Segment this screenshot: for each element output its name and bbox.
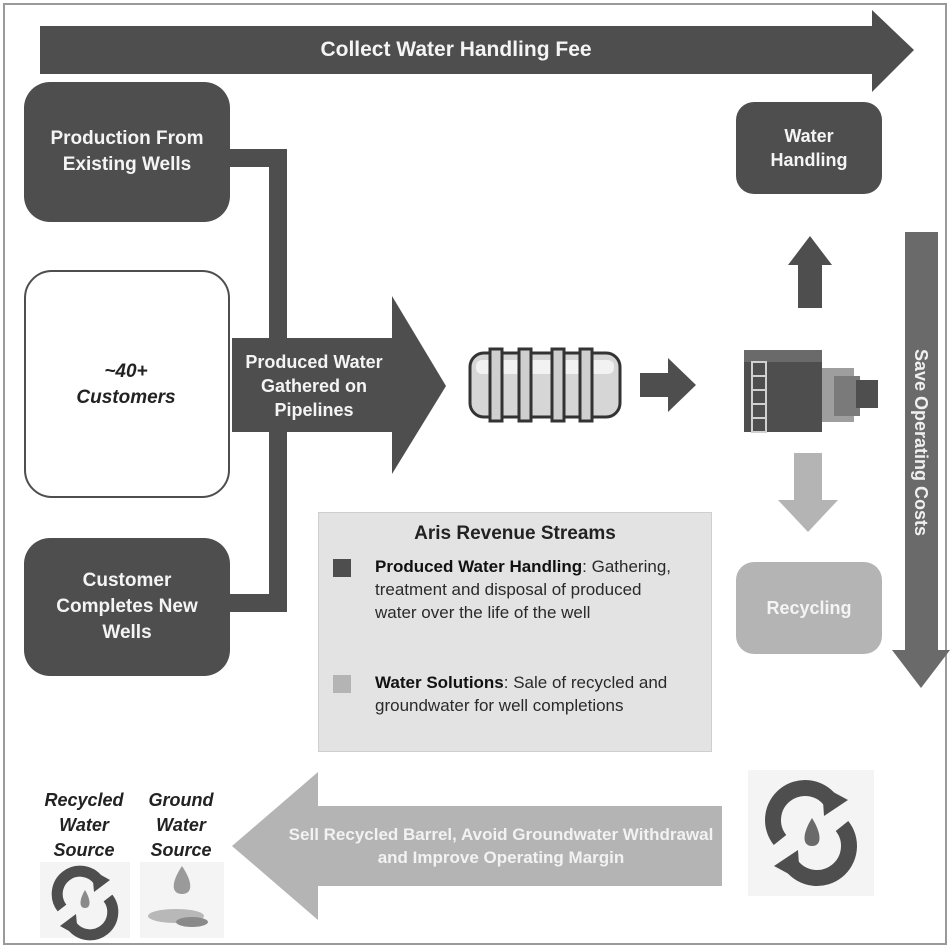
save-costs-label: Save Operating Costs (911, 348, 932, 536)
water-handling-label: Water Handling (770, 126, 848, 170)
collect-fee-arrow (40, 10, 914, 92)
customers-label: ~40+ Customers (76, 361, 176, 408)
ground-source-label: Ground Water Source (148, 790, 214, 860)
gathered-label: Produced Water Gathered on Pipelines (245, 352, 383, 420)
recycle-icon-large (748, 770, 874, 896)
legend-item-handling: Produced Water Handling: Gathering, trea… (375, 555, 685, 624)
legend-item-solutions: Water Solutions: Sale of recycled and gr… (375, 671, 685, 717)
down-arrow (778, 453, 838, 532)
collect-fee-label: Collect Water Handling Fee (320, 38, 592, 61)
legend-swatch-light (333, 675, 351, 693)
legend-item-solutions-name: Water Solutions (375, 673, 504, 692)
sell-recycled-arrow (232, 772, 722, 920)
customers-box (24, 270, 230, 498)
gathered-arrow (232, 296, 446, 474)
pipe-icon (468, 347, 622, 423)
new-wells-label: Customer Completes New Wells (56, 570, 198, 643)
legend-swatch-dark (333, 559, 351, 577)
legend-item-solutions-desc: : Sale of recycled and groundwater for w… (375, 673, 668, 715)
production-existing-box (24, 82, 230, 222)
legend-item-handling-desc: : Gathering, treatment and disposal of p… (375, 557, 671, 622)
up-arrow (788, 236, 832, 308)
water-handling-box (736, 102, 882, 194)
save-costs-arrow (892, 232, 950, 688)
water-drop-icon (140, 862, 224, 938)
tank-icon (744, 350, 878, 433)
legend-panel: Aris Revenue Streams Produced Water Hand… (318, 512, 712, 752)
sell-recycled-label: Sell Recycled Barrel, Avoid Groundwater … (288, 825, 714, 867)
production-existing-label: Production From Existing Wells (50, 128, 204, 175)
recycle-icon-small (40, 862, 130, 941)
pipe-to-tank-arrow (640, 358, 696, 412)
recycled-source-label: Recycled Water Source (44, 790, 124, 860)
new-wells-box (24, 538, 230, 676)
legend-title: Aris Revenue Streams (414, 523, 616, 544)
legend-item-handling-name: Produced Water Handling (375, 557, 583, 576)
recycling-label: Recycling (766, 597, 852, 618)
recycling-box (736, 562, 882, 654)
